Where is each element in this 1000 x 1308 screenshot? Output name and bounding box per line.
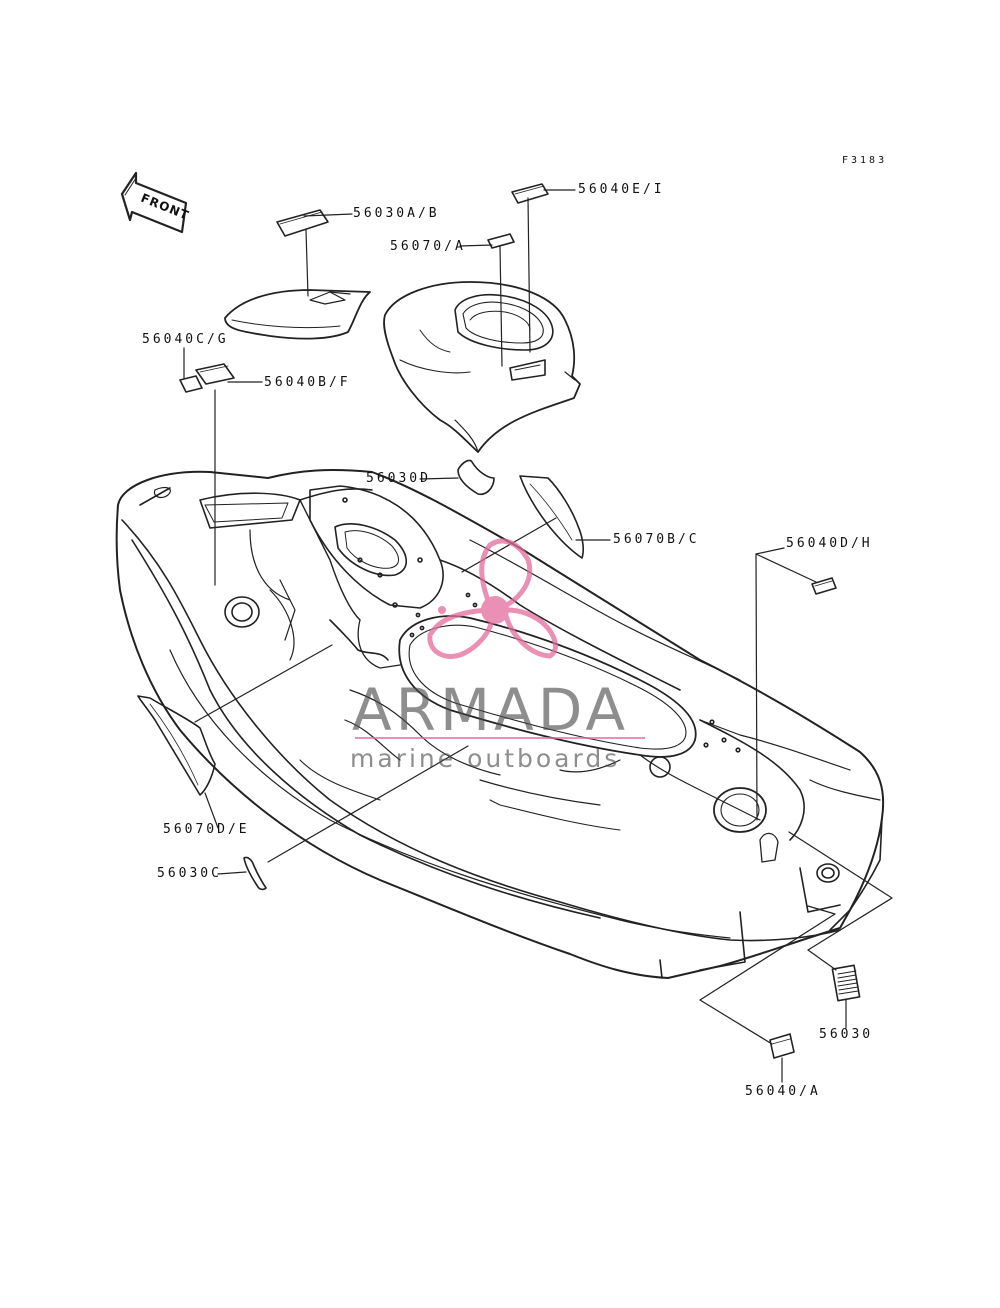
callout-56070DE: 56070D/E (163, 822, 250, 837)
callout-56040BF: 56040B/F (264, 375, 351, 390)
decal-56030AB (276, 209, 329, 237)
callout-56070BC: 56070B/C (613, 532, 700, 547)
decal-56040EI (511, 183, 549, 204)
decal-56040A (769, 1033, 795, 1059)
callout-56030: 56030 (819, 1027, 874, 1042)
watermark-subtitle: marine outboards (350, 744, 621, 773)
decal-56070DE (137, 695, 216, 796)
callout-56030AB: 56030A/B (353, 206, 440, 221)
watermark-title: ARMADA (352, 676, 630, 744)
decal-56070BC (519, 475, 584, 559)
leader-lines (183, 189, 893, 1083)
callout-56040DH: 56040D/H (786, 536, 873, 551)
callout-56040A: 56040/A (745, 1084, 821, 1099)
callout-56070A: 56070/A (390, 239, 466, 254)
decal-56030C (243, 856, 267, 891)
decal-56040DH (811, 577, 837, 595)
callout-56030C: 56030C (157, 866, 222, 881)
decal-56040BF (195, 363, 235, 385)
callout-56040CG: 56040C/G (142, 332, 229, 347)
callout-56040EI: 56040E/I (578, 182, 665, 197)
decal-56040CG (179, 375, 203, 393)
decal-56030 (831, 964, 861, 1002)
callout-56030D: 56030D (366, 471, 431, 486)
figure-code: F3183 (842, 155, 888, 166)
seat-part (224, 289, 371, 340)
rear-cover-part (383, 281, 581, 453)
decal-56030D (457, 459, 495, 496)
hull (115, 469, 885, 979)
